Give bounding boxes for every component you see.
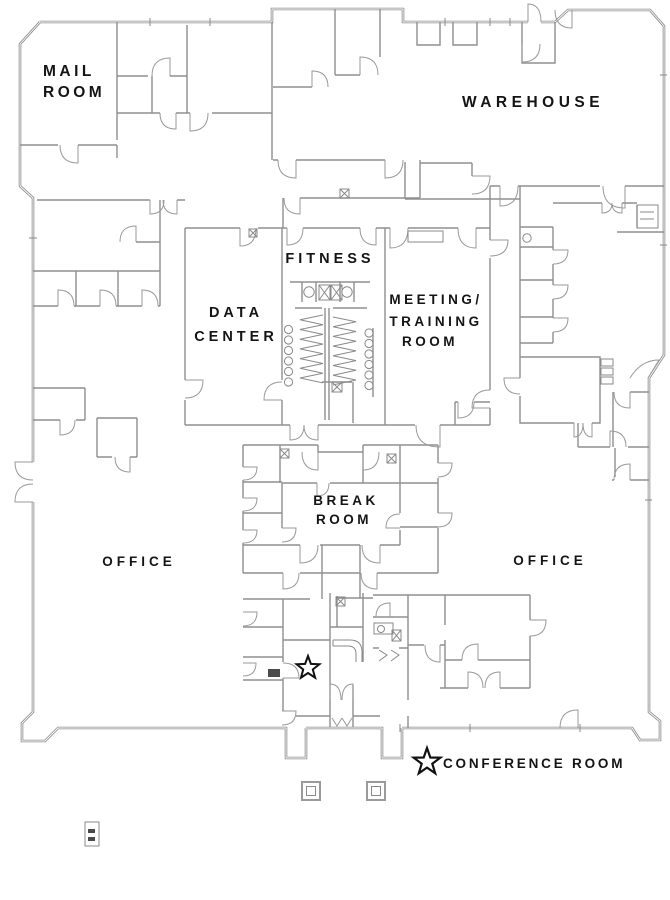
equipment-unit (636, 204, 659, 229)
label-meeting-line1: MEETING/ (389, 292, 482, 307)
sink-icon (341, 286, 353, 298)
label-mail-room-line2: ROOM (43, 84, 105, 101)
shelf (600, 367, 614, 376)
fixtures (29, 18, 667, 732)
room-labels: MAIL ROOM WAREHOUSE FITNESS DATA CENTER … (43, 63, 604, 569)
site-column (301, 781, 321, 801)
label-office-west: OFFICE (102, 554, 176, 569)
label-mail-room-line1: MAIL (43, 63, 95, 80)
door-swings (14, 3, 660, 729)
vending-machine (268, 669, 280, 677)
outer-walls (18, 7, 666, 760)
counter (332, 639, 363, 662)
whiteboard (407, 230, 444, 243)
label-data-center-line2: CENTER (194, 329, 278, 345)
conference-room-star-icon (293, 653, 323, 681)
sink-icon (522, 233, 532, 243)
label-meeting-line2: TRAINING (389, 314, 482, 329)
stall-chevrons (299, 314, 400, 662)
legend: CONFERENCE ROOM (410, 744, 625, 777)
shelf (600, 376, 614, 385)
label-warehouse: WAREHOUSE (462, 94, 604, 111)
legend-star-icon (410, 744, 444, 777)
shelf (600, 358, 614, 367)
label-data-center-line1: DATA (209, 305, 263, 321)
sink-icon (377, 625, 385, 633)
grid-ticks (29, 18, 667, 732)
site-objects (84, 781, 386, 847)
interior-walls (20, 9, 664, 728)
label-meeting-line3: ROOM (402, 334, 458, 349)
label-fitness: FITNESS (285, 251, 374, 267)
x-box-fixtures (248, 188, 402, 642)
electrical-cabinet (84, 821, 100, 847)
sink-counter (373, 622, 394, 635)
label-break-room-line1: BREAK (313, 493, 379, 508)
label-office-east: OFFICE (513, 553, 587, 568)
site-column (366, 781, 386, 801)
legend-label: CONFERENCE ROOM (443, 756, 625, 771)
locker-circles (283, 324, 374, 391)
label-break-room-line2: ROOM (316, 512, 372, 527)
sink-icon (303, 286, 315, 298)
